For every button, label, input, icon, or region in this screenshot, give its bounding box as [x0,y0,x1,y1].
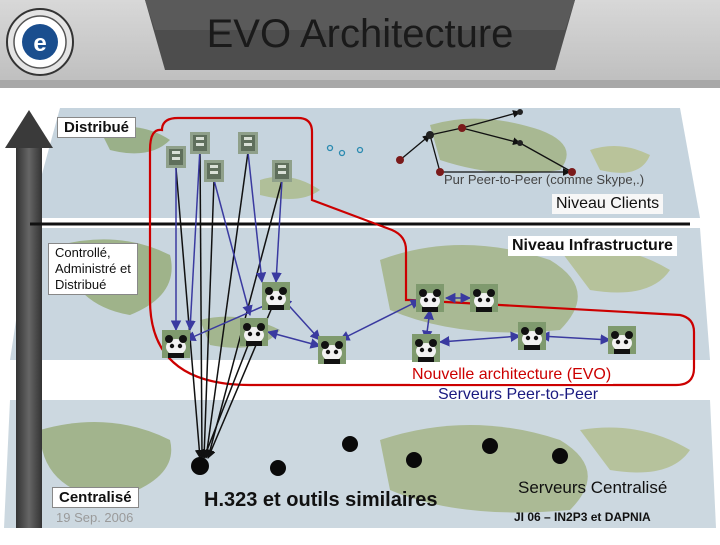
panda-icon [318,336,346,364]
panda-icon [416,284,444,312]
label-serveurs-centralise: Serveurs Centralisé [518,478,667,498]
central-server-node [270,460,286,476]
panda-icon [470,284,498,312]
panda-icon [240,318,268,346]
panda-icon [518,322,546,350]
label-niveau-infrastructure: Niveau Infrastructure [508,236,677,256]
label-evo-line2: Serveurs Peer-to-Peer [438,386,598,404]
central-server-node [552,448,568,464]
central-server-node [342,436,358,452]
central-server-node [482,438,498,454]
label-distribue: Distribué [57,117,136,138]
label-controlle: Controllé, Administré et Distribué [48,243,138,295]
client-server-icon [166,146,186,168]
label-niveau-clients: Niveau Clients [552,194,663,214]
page-title: EVO Architecture [0,12,720,57]
panda-icon [608,326,636,354]
panda-icon [412,334,440,362]
footer-event: JI 06 – IN2P3 et DAPNIA [514,510,651,524]
label-h323: H.323 et outils similaires [204,489,437,512]
central-server-node [406,452,422,468]
client-server-icon [238,132,258,154]
client-server-icon [204,160,224,182]
label-pur-p2p: Pur Peer-to-Peer (comme Skype,.) [444,172,644,187]
label-evo-line1: Nouvelle architecture (EVO) [410,366,613,384]
panda-icon [262,282,290,310]
footer-date: 19 Sep. 2006 [56,510,133,525]
label-centralise: Centralisé [52,487,139,508]
client-server-icon [190,132,210,154]
h323-server-node [191,457,209,475]
client-server-icon [272,160,292,182]
panda-icon [162,330,190,358]
